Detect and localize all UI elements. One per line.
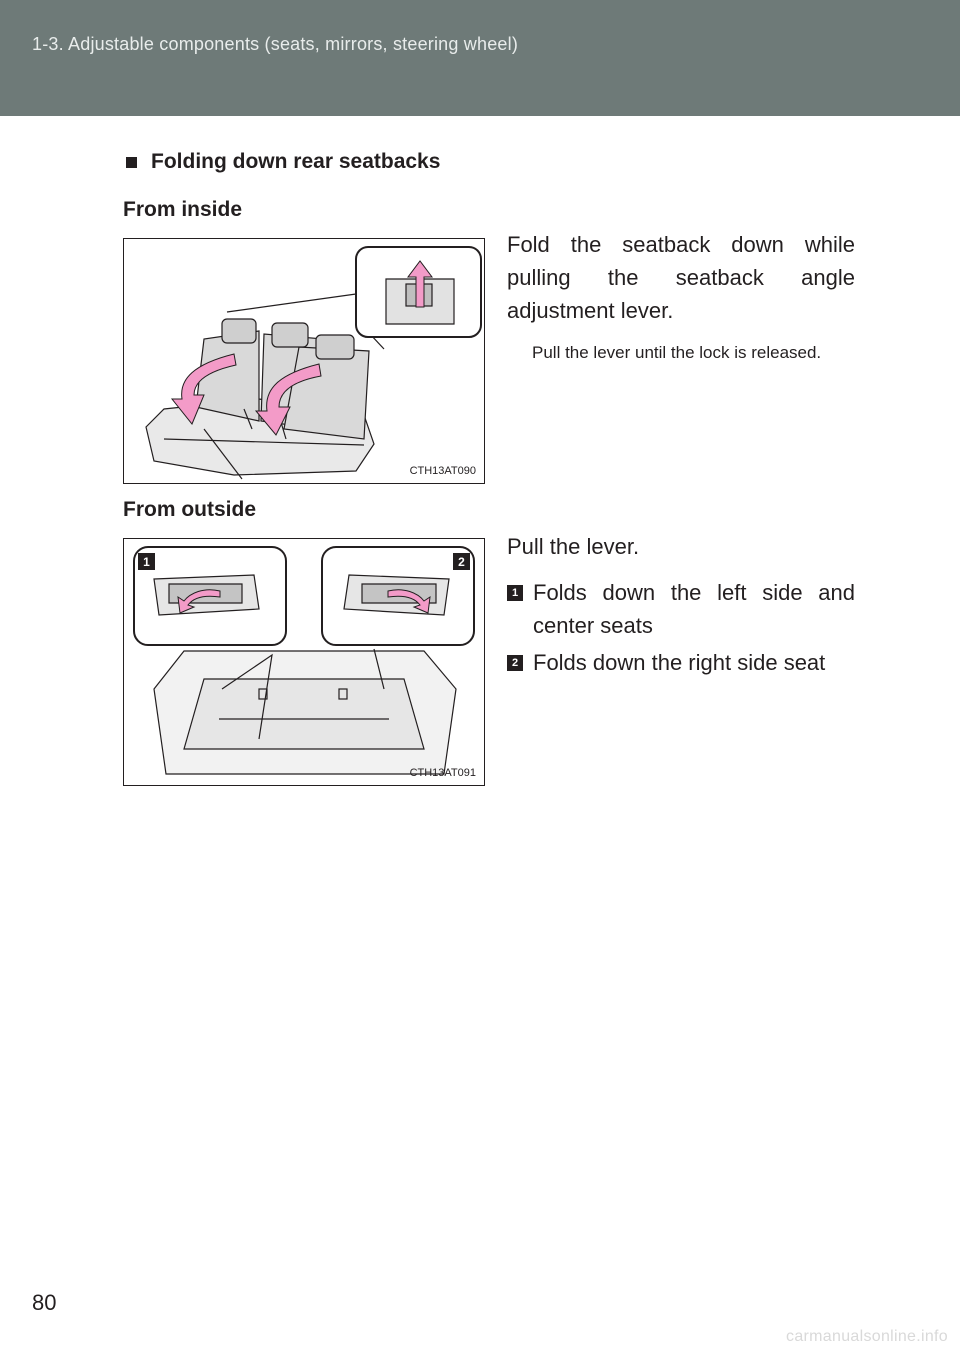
number-badge: 2 (507, 655, 523, 671)
callout-badge-2 (453, 553, 470, 570)
list-item: 1 Folds down the left side and center se… (507, 576, 855, 642)
svg-text:1: 1 (143, 555, 150, 569)
number-badge: 1 (507, 585, 523, 601)
subheading-from-inside: From inside (123, 198, 243, 221)
outside-instruction: Pull the lever. (507, 534, 640, 559)
rear-seats-illustration (145, 246, 482, 480)
figure-code: CTH13AT091 (409, 767, 476, 779)
page-header: 1-3. Adjustable components (seats, mirro… (0, 0, 960, 116)
inside-instruction: Fold the seatback down while pulling the… (507, 232, 855, 323)
list-item-text: Folds down the left side and center seat… (533, 580, 855, 638)
svg-text:2: 2 (458, 555, 465, 569)
header-title: 1-3. Adjustable components (seats, mirro… (32, 34, 519, 54)
list-item: 2 Folds down the right side seat (507, 646, 855, 679)
section-heading-text: Folding down rear seatbacks (151, 150, 441, 173)
figure-code: CTH13AT090 (409, 465, 476, 477)
callout-badge-1 (138, 553, 155, 570)
square-bullet-icon (126, 156, 137, 168)
page-number: 80 (32, 1290, 57, 1315)
subheading-from-outside: From outside (123, 498, 257, 521)
figure-cargo-area-outside: 1 2 CTH13AT091 (123, 538, 485, 786)
section-heading: Folding down rear seatbacks (126, 150, 440, 174)
list-item-text: Folds down the right side seat (533, 650, 826, 675)
cargo-area-illustration: 1 2 (133, 546, 475, 775)
watermark: carmanualsonline.info (786, 1328, 948, 1345)
figure-rear-seats-inside: CTH13AT090 (123, 238, 485, 484)
inside-note: Pull the lever until the lock is release… (532, 343, 822, 362)
